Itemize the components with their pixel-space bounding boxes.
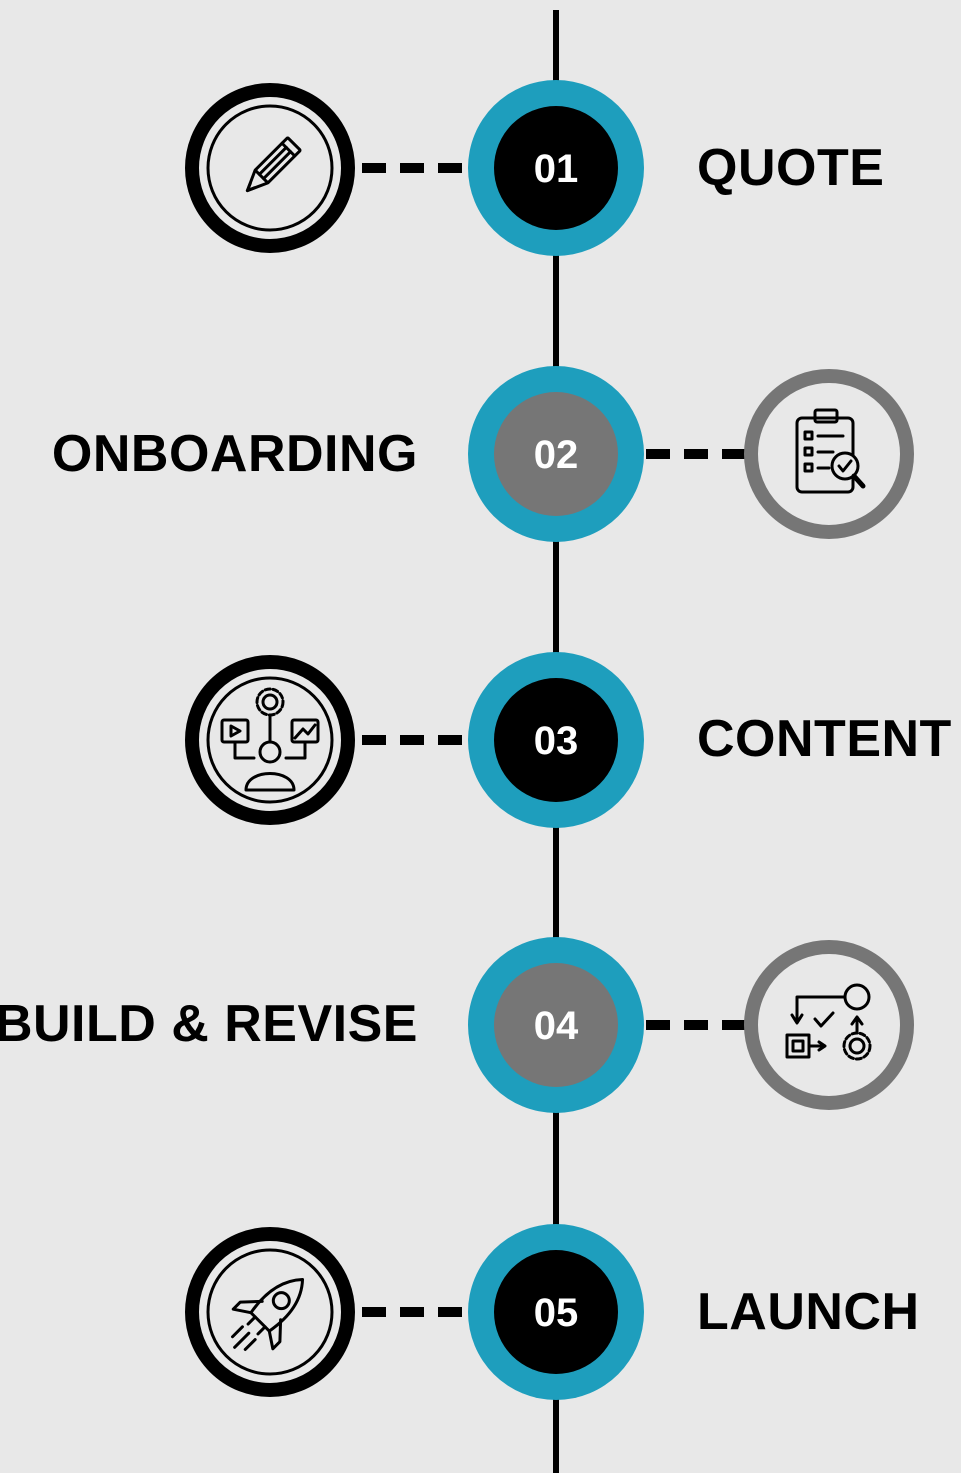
step-2-number: 02 bbox=[534, 433, 579, 477]
step-3-label: CONTENT bbox=[697, 710, 952, 768]
content-creator-icon bbox=[220, 687, 320, 792]
step-5-icon-badge bbox=[185, 1227, 355, 1397]
step-3-number-disc bbox=[494, 678, 618, 802]
step-5-label: LAUNCH bbox=[697, 1283, 920, 1341]
step-4-label: BUILD & REVISE bbox=[0, 995, 418, 1053]
step-4-icon-badge bbox=[744, 940, 914, 1110]
step-5-number-disc bbox=[494, 1250, 618, 1374]
step-2-number-disc bbox=[494, 392, 618, 516]
step-2: 02 bbox=[468, 366, 914, 542]
step-5: 05 bbox=[185, 1224, 644, 1400]
rocket-icon bbox=[231, 1277, 305, 1351]
clipboard-check-icon bbox=[795, 408, 866, 494]
step-4-number-disc bbox=[494, 963, 618, 1087]
step-3-number: 03 bbox=[534, 719, 579, 763]
step-1-icon-badge bbox=[185, 83, 355, 253]
step-3-icon-inner-ring bbox=[206, 676, 334, 804]
step-4: 04 bbox=[468, 937, 914, 1113]
workflow-icon bbox=[785, 983, 872, 1061]
step-2-label: ONBOARDING bbox=[51, 425, 418, 483]
step-1-label: QUOTE bbox=[697, 139, 885, 197]
pencil-icon bbox=[245, 136, 302, 193]
step-3: 03 bbox=[185, 652, 644, 828]
step-2-icon-badge bbox=[744, 369, 914, 539]
step-1-icon-inner-ring bbox=[206, 104, 334, 232]
step-5-icon-inner-ring bbox=[206, 1248, 334, 1376]
step-5-number: 05 bbox=[534, 1291, 579, 1335]
step-1-number: 01 bbox=[534, 147, 579, 191]
step-4-number: 04 bbox=[534, 1004, 579, 1048]
step-1: 01 bbox=[185, 80, 644, 256]
step-1-number-disc bbox=[494, 106, 618, 230]
